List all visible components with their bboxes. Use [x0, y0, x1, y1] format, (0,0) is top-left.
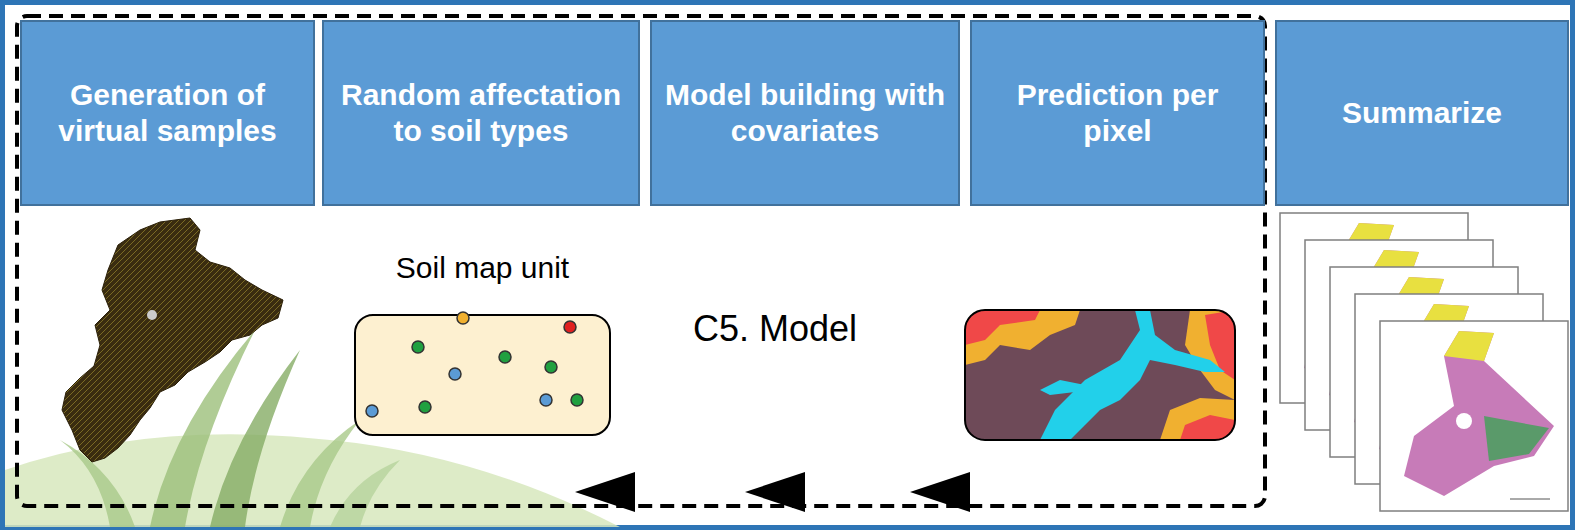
- soil-map-unit-illustration: [355, 312, 610, 435]
- soil-map-unit: Soil map unit: [335, 250, 630, 310]
- study-area-map: [62, 218, 283, 462]
- prediction-raster: [965, 310, 1235, 440]
- step-header: Random affectation to soil types: [322, 20, 640, 206]
- step-title: Summarize: [1342, 95, 1502, 131]
- unit-heading: Soil map unit: [396, 250, 569, 286]
- step-header: Summarize: [1275, 20, 1569, 206]
- step-title: Random affectation to soil types: [332, 77, 630, 149]
- loop-arrowheads: [575, 472, 970, 512]
- outer-frame: [3, 3, 1573, 528]
- step-header: Model building with covariates: [650, 20, 960, 206]
- model-label: C5. Model: [693, 308, 857, 350]
- step-header: Prediction per pixel: [970, 20, 1265, 206]
- step-title: Prediction per pixel: [980, 77, 1255, 149]
- step-title: Generation of virtual samples: [30, 77, 305, 149]
- step-header: Generation of virtual samples: [20, 20, 315, 206]
- step-title: Model building with covariates: [660, 77, 950, 149]
- iteration-loop-frame: [17, 16, 1265, 506]
- summary-map-stack: [1280, 213, 1568, 511]
